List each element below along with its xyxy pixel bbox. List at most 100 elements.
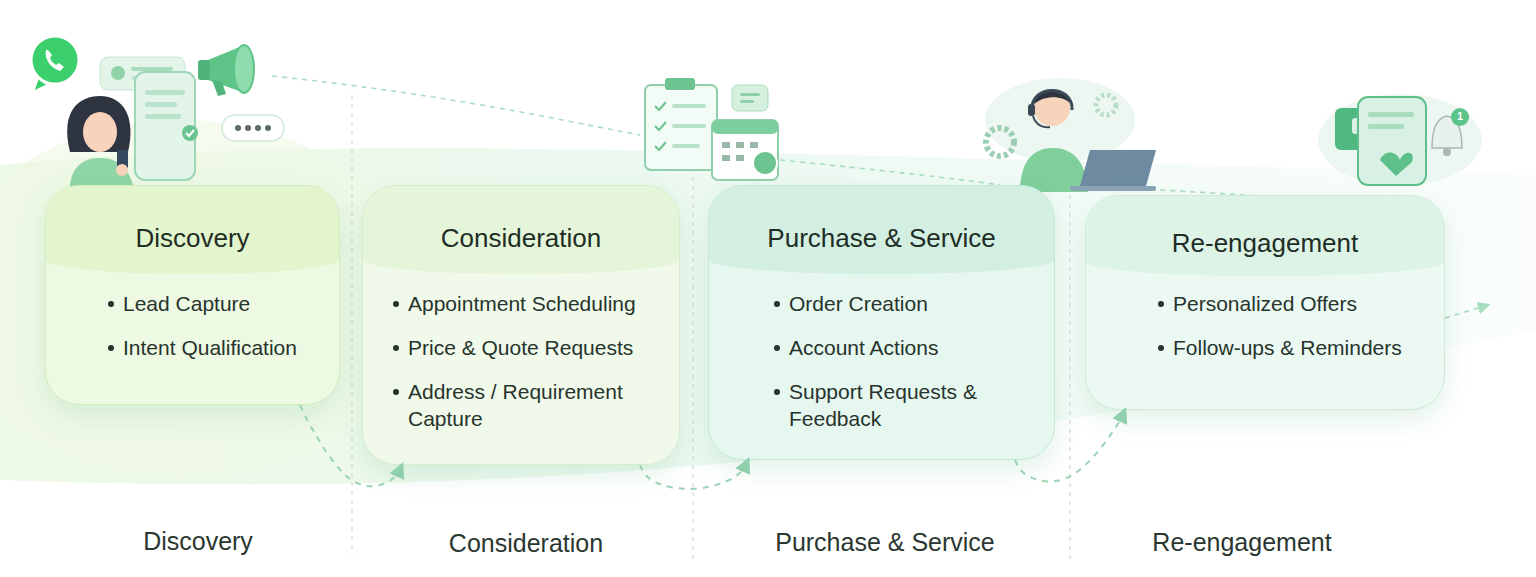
support-agent [1033, 116, 1050, 127]
stage-caption: Purchase & Service [715, 527, 1055, 557]
step-item: Address / Requirement Capture [408, 378, 658, 432]
calendar-icon [732, 85, 768, 111]
calendar-icon [736, 155, 744, 161]
bullet-dot [393, 301, 399, 307]
calendar-icon [740, 93, 760, 96]
step-list: Lead CaptureIntent Qualification [46, 274, 339, 361]
notification-icons [1318, 94, 1482, 186]
whatsapp-icon [31, 36, 79, 84]
step-item: Account Actions [789, 334, 938, 361]
support-agent [985, 78, 1156, 192]
step-item: Lead Capture [123, 290, 250, 317]
phone-screen [145, 114, 181, 119]
bullet-dot [1158, 301, 1164, 307]
stage-card: DiscoveryLead CaptureIntent Qualificatio… [45, 185, 340, 405]
step-row: Address / Requirement Capture [393, 378, 679, 432]
calendar-icon [712, 85, 778, 180]
calendar-icon [740, 100, 754, 103]
stage-heading: Discovery [46, 186, 339, 274]
step-item: Follow-ups & Reminders [1173, 334, 1402, 361]
step-item: Personalized Offers [1173, 290, 1357, 317]
clipboard-icon [672, 144, 700, 148]
journey-path [1445, 305, 1488, 318]
clipboard-icon [672, 104, 706, 108]
calendar-icon [753, 151, 777, 175]
stage-heading: Consideration [363, 186, 679, 274]
calendar-icon [736, 142, 744, 148]
flow-connector [300, 405, 402, 486]
support-agent [1032, 91, 1072, 111]
step-item: Support Requests & Feedback [789, 378, 1014, 432]
notification-icons [1358, 97, 1426, 185]
phone-screen [182, 125, 198, 141]
step-row: Appointment Scheduling [393, 290, 679, 317]
step-item: Order Creation [789, 290, 928, 317]
clipboard-icon [645, 85, 717, 170]
step-row: Order Creation [774, 290, 1054, 317]
megaphone [198, 60, 210, 80]
phone-screen [145, 102, 177, 107]
clipboard-icon [645, 78, 717, 170]
bullet-dot [774, 389, 780, 395]
bullet-dot [393, 389, 399, 395]
stage-card: Re-engagementPersonalized OffersFollow-u… [1085, 195, 1445, 410]
support-agent [1070, 186, 1156, 191]
step-row: Follow-ups & Reminders [1158, 334, 1444, 361]
column-separator [692, 150, 693, 560]
support-agent [1028, 104, 1035, 116]
notification-icons [1368, 124, 1404, 129]
bullet-dot [108, 301, 114, 307]
megaphone [234, 45, 254, 93]
bullet-dot [393, 345, 399, 351]
bullet-dot [1158, 345, 1164, 351]
typing-bubble [255, 125, 261, 131]
typing-bubble [222, 115, 284, 141]
clipboard-icon [655, 102, 666, 150]
calendar-icon [712, 120, 778, 180]
notification-icons [1318, 94, 1482, 186]
woman-figure [82, 104, 118, 122]
phone-screen [186, 130, 194, 136]
journey-path [272, 76, 640, 135]
step-item: Price & Quote Requests [408, 334, 633, 361]
stage-caption: Consideration [366, 528, 686, 558]
stage-heading: Re-engagement [1086, 196, 1444, 276]
column-separator [351, 95, 352, 555]
step-row: Support Requests & Feedback [774, 378, 1054, 432]
stage-heading: Purchase & Service [709, 186, 1054, 274]
stage-card: ConsiderationAppointment SchedulingPrice… [362, 185, 680, 465]
clipboard-icon [672, 124, 706, 128]
flow-connector [1015, 410, 1125, 481]
phone-screen [145, 90, 185, 95]
notification-icons [1368, 112, 1414, 117]
stage-caption: Discovery [38, 526, 358, 556]
notification-icons [1451, 108, 1469, 126]
bullet-dot [774, 345, 780, 351]
step-row: Intent Qualification [108, 334, 339, 361]
step-item: Intent Qualification [123, 334, 297, 361]
phone-screen [135, 72, 195, 180]
whatsapp-icon [46, 50, 64, 71]
megaphone [212, 80, 226, 96]
notification-icons [1443, 148, 1451, 156]
badge-count: 1 [1450, 110, 1470, 123]
typing-bubble [265, 125, 271, 131]
journey-path [780, 160, 1000, 185]
phone-screen [135, 72, 198, 180]
woman-figure [67, 96, 130, 152]
step-row: Lead Capture [108, 290, 339, 317]
woman-figure [83, 112, 117, 152]
clipboard-icon [665, 78, 695, 90]
step-row: Account Actions [774, 334, 1054, 361]
step-list: Appointment SchedulingPrice & Quote Requ… [363, 274, 679, 432]
megaphone [198, 45, 254, 96]
calendar-icon [722, 155, 730, 161]
background [0, 120, 420, 480]
whatsapp-icon [31, 36, 79, 92]
support-agent [1096, 95, 1116, 115]
woman-figure [116, 164, 128, 176]
step-item: Appointment Scheduling [408, 290, 636, 317]
column-separator [352, 95, 1070, 560]
